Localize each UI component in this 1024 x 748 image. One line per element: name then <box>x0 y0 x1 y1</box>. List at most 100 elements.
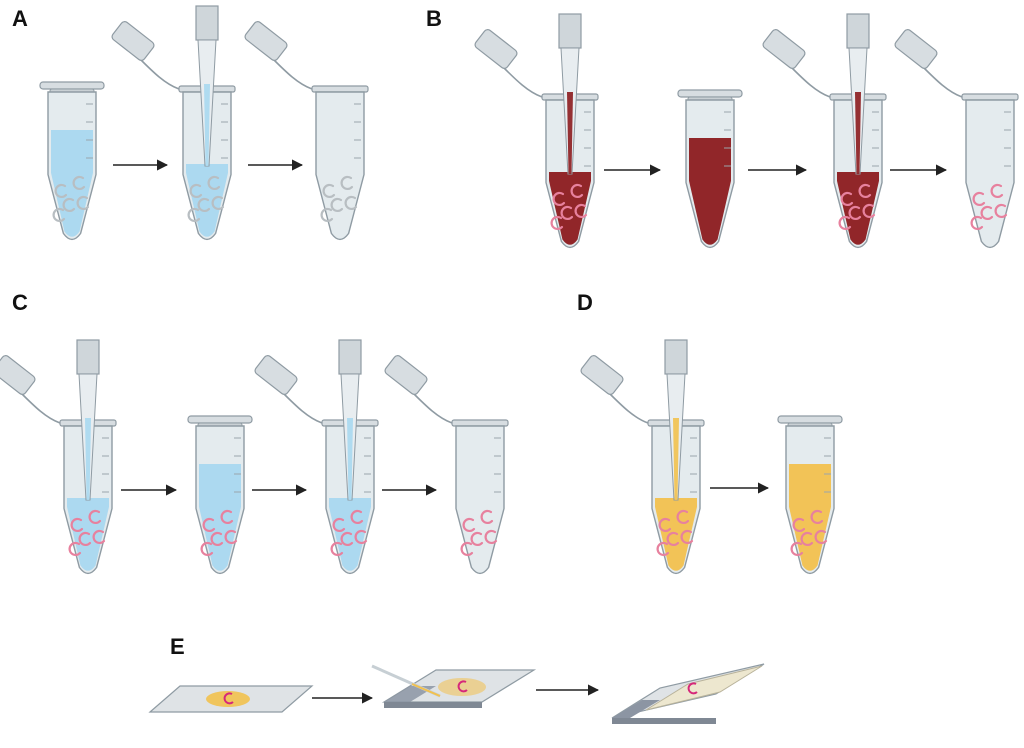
open-cap <box>0 355 36 395</box>
open-cap <box>580 355 624 395</box>
open-cap <box>762 29 806 69</box>
larva <box>340 531 354 546</box>
larva <box>207 175 221 190</box>
panel-label-c: C <box>12 290 28 315</box>
cap-hinge <box>138 57 180 90</box>
larva <box>484 529 498 544</box>
tube-liquid <box>51 130 93 237</box>
larva <box>187 207 201 222</box>
larva <box>666 531 680 546</box>
larva <box>88 509 102 524</box>
larva <box>810 509 824 524</box>
larva <box>687 682 698 695</box>
slide-edge <box>384 702 482 708</box>
panel-label-a: A <box>12 6 28 31</box>
tube-body <box>315 91 365 241</box>
pipette-top <box>558 13 582 49</box>
larva <box>76 195 90 210</box>
open-cap <box>254 355 298 395</box>
mounted-slide <box>611 663 765 724</box>
panel-label-e: E <box>170 634 185 659</box>
coverslip <box>645 665 763 711</box>
frosted-end <box>612 700 660 718</box>
larva <box>70 517 84 532</box>
larva <box>322 183 336 198</box>
larva <box>800 531 814 546</box>
larva <box>994 203 1008 218</box>
pipette-top <box>664 339 688 375</box>
cap-hinge <box>789 65 831 98</box>
tube-liquid <box>789 464 831 571</box>
larva <box>840 191 854 206</box>
larva <box>202 517 216 532</box>
tube-cap <box>677 89 743 98</box>
pipette-liquid <box>673 418 679 500</box>
tube-cap <box>39 81 105 90</box>
larva <box>676 509 690 524</box>
microcentrifuge-tube <box>580 339 705 575</box>
larva <box>78 531 92 546</box>
open-cap <box>384 355 428 395</box>
larva <box>560 205 574 220</box>
larva <box>990 183 1004 198</box>
larva <box>848 205 862 220</box>
tube-rim <box>961 93 1019 101</box>
pipette-liquid <box>855 92 861 174</box>
microcentrifuge-tube <box>111 5 236 241</box>
larva <box>658 517 672 532</box>
stain-drop <box>438 678 486 696</box>
larva <box>552 191 566 206</box>
microcentrifuge-tube <box>777 415 843 575</box>
microcentrifuge-tube <box>677 89 743 249</box>
larva <box>570 183 584 198</box>
tube-liquid <box>199 464 241 571</box>
microcentrifuge-tube <box>39 81 105 241</box>
larva <box>980 205 994 220</box>
tube-rim <box>311 85 369 93</box>
larva <box>197 197 211 212</box>
larva <box>344 195 358 210</box>
microcentrifuge-tube <box>474 13 599 249</box>
pipette-liquid <box>85 418 91 500</box>
cap-hinge <box>19 391 61 424</box>
larva <box>462 517 476 532</box>
slide-with-coverslip <box>371 664 537 708</box>
larva <box>54 183 68 198</box>
pipette-top <box>195 5 219 41</box>
larva <box>211 195 225 210</box>
glass-slide-with-drop <box>148 685 314 713</box>
larva <box>52 207 66 222</box>
larva <box>68 541 82 556</box>
larva <box>189 183 203 198</box>
larva <box>574 203 588 218</box>
larva <box>470 531 484 546</box>
larva <box>330 541 344 556</box>
pipette-top <box>846 13 870 49</box>
larva <box>320 207 334 222</box>
larva <box>862 203 876 218</box>
cap-hinge <box>271 57 313 90</box>
cap-hinge <box>281 391 323 424</box>
larva <box>460 541 474 556</box>
microcentrifuge-tube <box>254 339 379 575</box>
larva <box>220 509 234 524</box>
open-cap <box>474 29 518 69</box>
microcentrifuge-tube <box>0 339 117 575</box>
pipette-top <box>76 339 100 375</box>
pipette-liquid <box>411 683 441 697</box>
tube-rim <box>451 419 509 427</box>
panel-label-b: B <box>426 6 442 31</box>
cap-hinge <box>411 391 453 424</box>
larva <box>92 529 106 544</box>
open-cap <box>111 21 155 61</box>
cap-hinge <box>501 65 543 98</box>
pipette-liquid <box>567 92 573 174</box>
larva <box>223 692 234 705</box>
microcentrifuge-tube <box>894 29 1019 249</box>
larva <box>680 529 694 544</box>
larva <box>340 175 354 190</box>
tube-body <box>455 425 505 575</box>
tube-cap <box>187 415 253 424</box>
microcentrifuge-tube <box>762 13 887 249</box>
